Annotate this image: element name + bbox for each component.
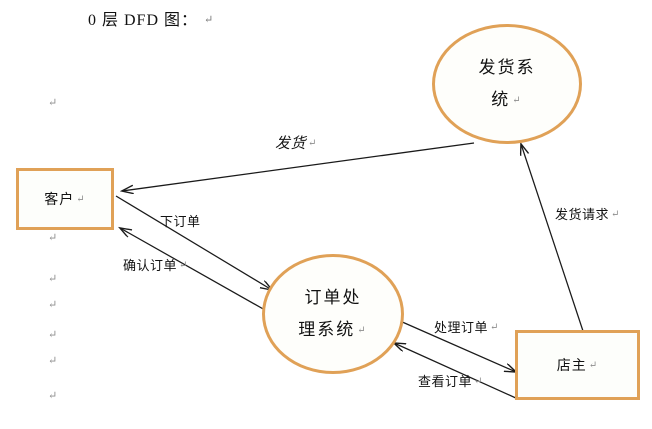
process-shipping-system-label-line2: 统↵: [491, 84, 522, 116]
flow-label-view-order: 查看订单↵: [418, 371, 483, 390]
pilcrow-mark: ↵: [48, 329, 58, 341]
pilcrow-mark: ↵: [48, 390, 58, 402]
entity-customer[interactable]: 客户↵: [16, 168, 114, 230]
process-shipping-system[interactable]: 发货系 统↵: [432, 24, 582, 144]
flow-label-view-order-text: 查看订单: [418, 374, 473, 389]
flow-label-confirm-order: 确认订单↵: [123, 255, 188, 274]
process-order-processing-system-line2-text: 理系统: [298, 320, 356, 339]
flow-arrow-shipping-request: [521, 144, 584, 332]
flow-label-shipping-request-text: 发货请求: [555, 207, 610, 222]
pilcrow-mark: ↵: [308, 138, 317, 149]
entity-shopowner[interactable]: 店主↵: [515, 330, 640, 400]
flow-label-process-order: 处理订单↵: [434, 317, 499, 336]
flow-label-place-order-text: 下订单: [160, 214, 201, 229]
flow-arrow-process-order: [399, 320, 516, 372]
process-order-processing-system[interactable]: 订单处 理系统↵: [262, 254, 404, 374]
entity-customer-label: 客户: [44, 193, 75, 208]
entity-shopowner-label: 店主: [556, 359, 587, 374]
flow-arrow-place-order: [115, 195, 272, 290]
pilcrow-mark: ↵: [611, 209, 620, 220]
pilcrow-mark: ↵: [76, 193, 86, 205]
process-order-processing-system-label-line2: 理系统↵: [298, 314, 367, 346]
page-title-text: 0 层 DFD 图：: [88, 12, 199, 29]
flow-arrow-view-order: [394, 343, 519, 400]
flow-label-deliver-goods-text: 发货: [275, 136, 307, 152]
flow-arrow-confirm-order: [120, 228, 266, 311]
pilcrow-mark: ↵: [179, 260, 188, 271]
pilcrow-mark: ↵: [490, 322, 499, 333]
pilcrow-mark: ↵: [357, 325, 368, 336]
pilcrow-mark: ↵: [48, 97, 58, 109]
flow-label-shipping-request: 发货请求↵: [555, 204, 620, 223]
process-order-processing-system-label-line1: 订单处: [304, 287, 362, 307]
pilcrow-mark: ↵: [48, 273, 58, 285]
process-shipping-system-line2-text: 统: [491, 90, 511, 109]
pilcrow-mark: ↵: [48, 355, 58, 367]
flow-label-deliver-goods: 发货↵: [275, 132, 317, 153]
pilcrow-mark: ↵: [512, 95, 523, 106]
pilcrow-mark: ↵: [204, 14, 215, 26]
pilcrow-mark: ↵: [474, 376, 483, 387]
pilcrow-mark: ↵: [48, 232, 58, 244]
pilcrow-mark: ↵: [588, 359, 599, 371]
flow-label-process-order-text: 处理订单: [434, 320, 489, 335]
pilcrow-mark: ↵: [48, 299, 58, 311]
flow-label-place-order: 下订单: [160, 211, 201, 230]
flow-label-confirm-order-text: 确认订单: [123, 258, 178, 273]
process-shipping-system-label-line1: 发货系: [478, 57, 536, 77]
flow-arrow-deliver-goods: [122, 142, 475, 191]
page-title: 0 层 DFD 图： ↵: [88, 6, 214, 30]
